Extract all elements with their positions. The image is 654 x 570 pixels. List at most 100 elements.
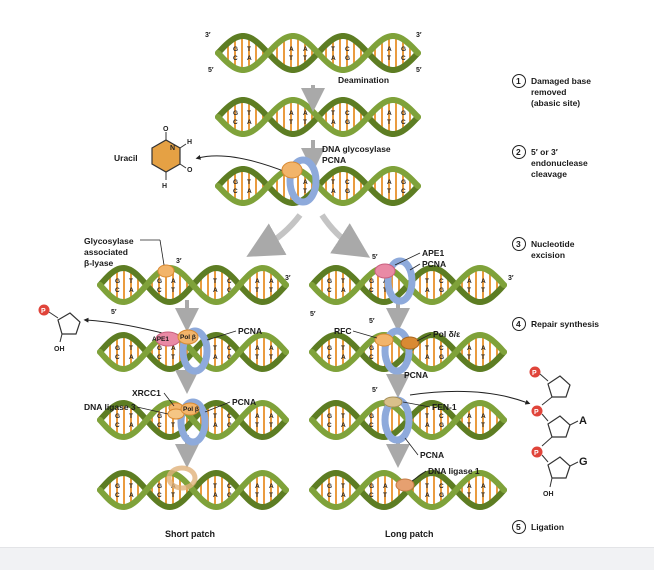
base-letter: A (269, 345, 274, 352)
base-letter: C (227, 345, 232, 352)
deoxyribose-phosphate: P OH (38, 304, 81, 353)
base-letter: G (227, 354, 232, 361)
base-letter: C (233, 119, 238, 126)
proteins (155, 156, 420, 492)
backbone-strand (309, 264, 507, 306)
base-letter: T (289, 55, 293, 62)
base-letter: C (345, 110, 350, 117)
step-number-circle (512, 317, 526, 331)
base-letter: A (481, 278, 486, 285)
base-letter: T (331, 46, 335, 53)
base-letter: A (129, 422, 134, 429)
base-letter: A (331, 188, 336, 195)
step-number: 2 (516, 147, 521, 157)
uracil-hydrogen: H (187, 139, 192, 146)
base-letter: A (213, 354, 218, 361)
base-letter: T (467, 354, 471, 361)
base-letter: T (171, 287, 175, 294)
pcna-ring (286, 156, 320, 206)
base-letter: A (481, 413, 486, 420)
base-letter: A (255, 413, 260, 420)
step-number: 1 (516, 76, 521, 86)
base-letter: T (129, 413, 133, 420)
base-letter: A (341, 422, 346, 429)
base-letter: A (387, 46, 392, 53)
phosphate-label: P (534, 409, 539, 416)
pol-beta-label: Pol β (180, 334, 196, 341)
base-letter: A (425, 422, 430, 429)
base-letter: G (157, 278, 162, 285)
base-letter: G (345, 119, 350, 126)
base-letter: A (213, 422, 218, 429)
base-letter: C (227, 483, 232, 490)
ligase3-label: DNA ligase 3 (84, 402, 136, 412)
hydroxyl-label: OH (543, 491, 554, 498)
base-letter: A (481, 345, 486, 352)
base-letter: C (157, 492, 162, 499)
base-letter: A (289, 46, 294, 53)
strand-end-3prime: 3′ (416, 32, 422, 39)
base-letter: A (269, 483, 274, 490)
base-letter: T (269, 422, 273, 429)
base-g-label: G (579, 456, 588, 468)
base-letter: T (341, 483, 345, 490)
base-letter: A (425, 354, 430, 361)
base-letter: A (247, 55, 252, 62)
strand-end-3prime: 3′ (508, 275, 514, 282)
base-letter: A (289, 110, 294, 117)
pol-beta-enzyme (180, 402, 200, 416)
base-letter: T (481, 492, 485, 499)
phosphate-label: P (534, 450, 539, 457)
ape1-label: APE1 (422, 248, 444, 258)
base-letter: A (387, 110, 392, 117)
base-letter: T (341, 413, 345, 420)
lyase-label-line2: associated (84, 247, 128, 257)
strand-end-3prime: 3′ (205, 32, 211, 39)
base-letter: A (247, 188, 252, 195)
step-text: excision (531, 250, 565, 260)
lyase-label-line1: Glycosylase (84, 236, 134, 246)
base-letter: A (467, 278, 472, 285)
base-letter: G (369, 413, 374, 420)
base-letter: C (115, 422, 120, 429)
base-letter: A (331, 119, 336, 126)
pcna-ring (179, 327, 211, 375)
base-letter: A (269, 278, 274, 285)
glycosylase-enzyme (281, 161, 303, 179)
base-letter: A (129, 492, 134, 499)
lyase-label-line3: β-lyase (84, 258, 114, 268)
backbone-strand (97, 331, 289, 373)
base-letter: T (331, 179, 335, 186)
hydroxyl-label: OH (54, 346, 65, 353)
base-letter: A (303, 179, 308, 186)
xrcc1-label: XRCC1 (132, 388, 161, 398)
base-letter: C (345, 46, 350, 53)
base-letter: A (303, 46, 308, 53)
uracil-oxygen-top: O (163, 126, 169, 133)
base-letter: G (327, 483, 332, 490)
base-letter: T (481, 354, 485, 361)
base-letter: T (303, 119, 307, 126)
step-text: removed (531, 87, 566, 97)
step-text: 5′ or 3′ (531, 147, 558, 157)
base-letter: G (157, 483, 162, 490)
short-patch-caption: Short patch (165, 529, 215, 539)
arrow-long-branch (319, 213, 371, 258)
released-flap-oligonucleotide: P P A P G OH (529, 366, 588, 498)
step-text: endonuclease (531, 158, 588, 168)
base-letter: C (401, 188, 406, 195)
base-letter: C (439, 345, 444, 352)
uracil-molecule: O H O H N Uracil (114, 126, 193, 190)
base-letter: G (233, 179, 238, 186)
arrow-flap-release (409, 390, 531, 405)
base-letter: A (481, 483, 486, 490)
pcna-label: PCNA (404, 370, 428, 380)
footer-bar (0, 547, 654, 570)
step-number-circle (512, 237, 526, 251)
base-letter: T (171, 492, 175, 499)
base-letter: G (227, 287, 232, 294)
base-letter: C (327, 287, 332, 294)
